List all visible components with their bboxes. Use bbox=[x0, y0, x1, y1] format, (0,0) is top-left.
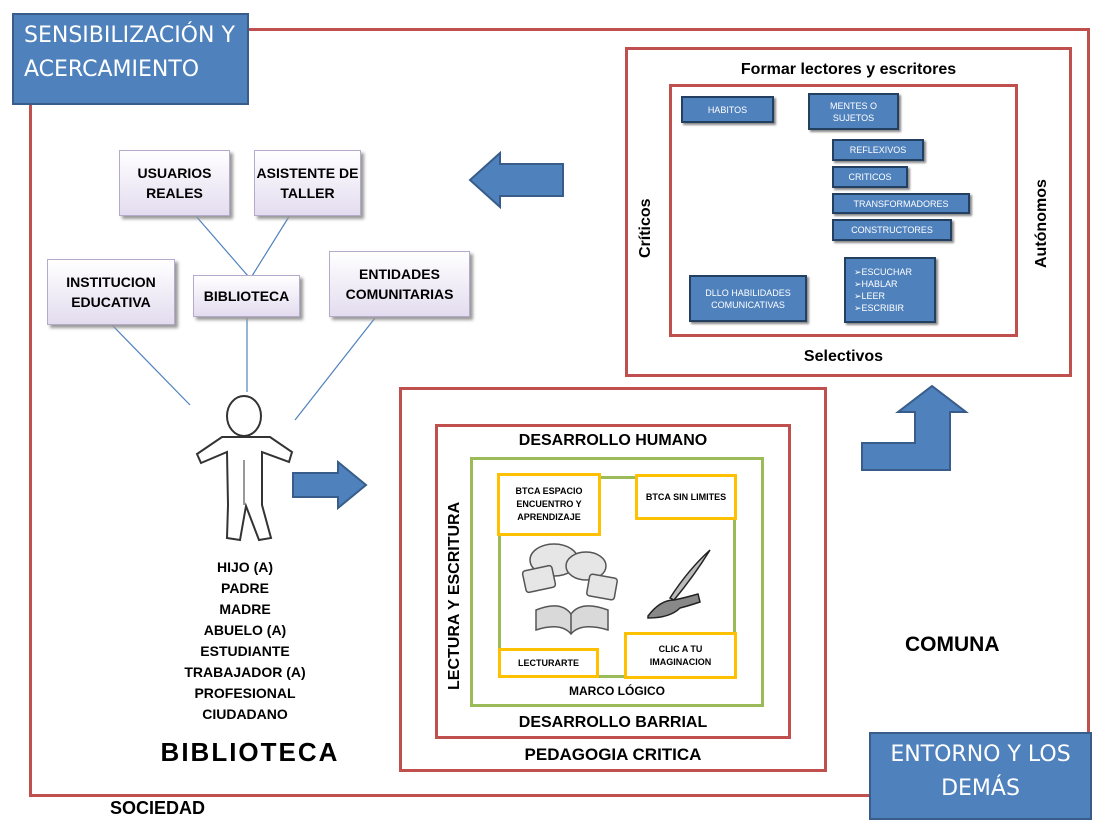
entorno-box: ENTORNO Y LOS DEMÁS bbox=[869, 732, 1092, 820]
lecturarte-box: LECTURARTE bbox=[498, 648, 599, 678]
btca-espacio-box: BTCA ESPACIO ENCUENTRO Y APRENDIZAJE bbox=[497, 473, 601, 536]
yellow-frame bbox=[498, 476, 736, 678]
usuarios-label: USUARIOS REALES bbox=[137, 165, 212, 201]
formar-inner-box bbox=[669, 84, 1018, 337]
desarrollo-box bbox=[435, 424, 791, 739]
clic-imaginacion-box: CLIC A TU IMAGINACION bbox=[624, 632, 737, 679]
person-figure bbox=[195, 395, 294, 542]
entidades-comunitarias-box: ENTIDADES COMUNITARIAS bbox=[329, 251, 470, 317]
biblioteca-title: BIBLIOTECA bbox=[160, 737, 340, 767]
lecturarte-label: LECTURARTE bbox=[518, 657, 579, 668]
asistente-taller-box: ASISTENTE DE TALLER bbox=[254, 150, 361, 216]
pedagogia-title: PEDAGOGIA CRITICA bbox=[524, 745, 702, 764]
entorno-label: ENTORNO Y LOS DEMÁS bbox=[890, 742, 1071, 801]
institucion-label: INSTITUCION EDUCATIVA bbox=[66, 274, 156, 310]
usuarios-reales-box: USUARIOS REALES bbox=[119, 150, 230, 216]
criticos-box: CRITICOS bbox=[832, 166, 908, 188]
role-item: HIJO (A) bbox=[217, 559, 273, 575]
role-item: MADRE bbox=[219, 601, 271, 617]
line-entidades bbox=[294, 317, 376, 421]
selectivos-label: Selectivos bbox=[803, 348, 884, 365]
desarrollo-humano-label: DESARROLLO HUMANO bbox=[518, 432, 708, 449]
constructores-box: CONSTRUCTORES bbox=[832, 219, 952, 241]
green-frame bbox=[470, 457, 764, 707]
habitos-box: HABITOS bbox=[681, 96, 774, 123]
asistente-label: ASISTENTE DE TALLER bbox=[256, 165, 359, 201]
criticos-item-label: CRITICOS bbox=[848, 172, 892, 182]
skill-item: ➢ESCUCHAR bbox=[854, 267, 913, 277]
role-item: ABUELO (A) bbox=[203, 622, 287, 638]
entidades-label: ENTIDADES COMUNITARIAS bbox=[345, 266, 454, 302]
btca-sin-limites-box: BTCA SIN LIMITES bbox=[635, 474, 737, 520]
desarrollo-barrial-label: DESARROLLO BARRIAL bbox=[518, 714, 708, 731]
role-item: CIUDADANO bbox=[202, 706, 288, 722]
autonomos-label: Autónomos bbox=[1033, 179, 1050, 268]
transformadores-box: TRANSFORMADORES bbox=[832, 193, 970, 214]
marco-logico-label: MARCO LÓGICO bbox=[569, 684, 665, 698]
role-item: PADRE bbox=[221, 580, 269, 596]
mentes-label: MENTES O SUJETOS bbox=[829, 100, 877, 123]
constructores-label: CONSTRUCTORES bbox=[851, 225, 933, 235]
dllo-box: DLLO HABILIDADES COMUNICATIVAS bbox=[689, 275, 807, 322]
line-institucion bbox=[111, 324, 191, 406]
habitos-label: HABITOS bbox=[707, 104, 748, 115]
book-speech-illustration bbox=[521, 543, 618, 636]
arrow-left bbox=[468, 150, 564, 210]
sensibilizacion-header: SENSIBILIZACIÓN Y ACERCAMIENTO bbox=[12, 13, 249, 105]
comuna-label: COMUNA bbox=[905, 633, 1000, 656]
role-item: TRABAJADOR (A) bbox=[184, 664, 306, 680]
formar-title: Formar lectores y escritores bbox=[740, 61, 957, 78]
quill-hand-icon bbox=[647, 549, 711, 619]
transformadores-label: TRANSFORMADORES bbox=[853, 198, 949, 209]
skill-item: ➢LEER bbox=[854, 291, 886, 301]
skill-item: ➢HABLAR bbox=[854, 279, 898, 289]
lectura-escritura-label: LECTURA Y ESCRITURA bbox=[446, 501, 463, 690]
arrow-right bbox=[292, 459, 368, 511]
criticos-label: Críticos bbox=[637, 198, 654, 258]
sociedad-frame bbox=[29, 28, 1090, 797]
roles-list: HIJO (A) PADRE MADRE ABUELO (A) ESTUDIAN… bbox=[150, 557, 340, 725]
arrow-up-corner bbox=[861, 384, 969, 471]
btca-sin-label: BTCA SIN LIMITES bbox=[645, 491, 727, 502]
dllo-label: DLLO HABILIDADES COMUNICATIVAS bbox=[705, 287, 791, 310]
reflexivos-label: REFLEXIVOS bbox=[849, 145, 907, 155]
reflexivos-box: REFLEXIVOS bbox=[832, 139, 924, 161]
skill-item: ➢ESCRIBIR bbox=[854, 303, 905, 313]
line-asistente bbox=[251, 214, 291, 277]
sensibilizacion-label: SENSIBILIZACIÓN Y ACERCAMIENTO bbox=[24, 23, 235, 82]
clic-label: CLIC A TU IMAGINACION bbox=[649, 643, 712, 667]
role-item: ESTUDIANTE bbox=[200, 643, 290, 659]
role-item: PROFESIONAL bbox=[194, 685, 296, 701]
biblioteca-node-label: BIBLIOTECA bbox=[203, 288, 290, 304]
btca-espacio-label: BTCA ESPACIO ENCUENTRO Y APRENDIZAJE bbox=[515, 486, 583, 522]
mentes-box: MENTES O SUJETOS bbox=[808, 93, 899, 130]
sociedad-label: SOCIEDAD bbox=[110, 798, 206, 818]
institucion-educativa-box: INSTITUCION EDUCATIVA bbox=[47, 259, 175, 325]
skills-box: ➢ESCUCHAR ➢HABLAR ➢LEER ➢ESCRIBIR bbox=[844, 257, 936, 323]
pedagogia-outer-box bbox=[399, 387, 827, 772]
line-usuarios bbox=[194, 214, 249, 277]
biblioteca-node-box: BIBLIOTECA bbox=[193, 275, 300, 317]
